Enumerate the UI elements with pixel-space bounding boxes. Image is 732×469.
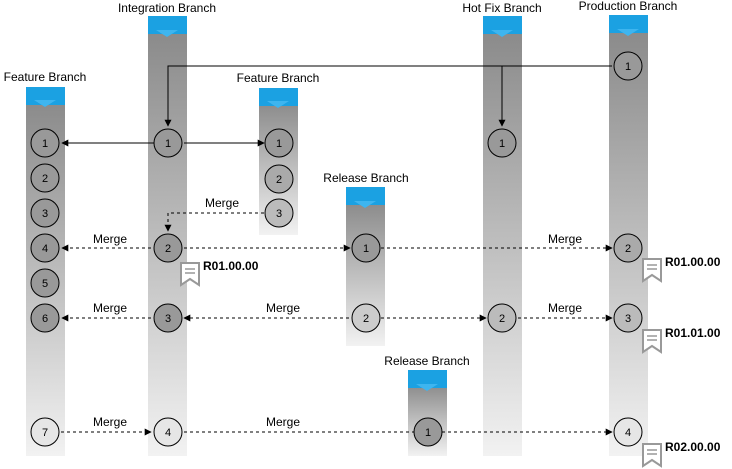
- tag-icon: [642, 329, 662, 354]
- svg-text:2: 2: [42, 173, 48, 185]
- svg-text:2: 2: [363, 313, 369, 325]
- svg-text:1: 1: [499, 138, 505, 150]
- merge-label: Merge: [93, 415, 127, 429]
- node-feature-1-4: 4: [30, 233, 60, 263]
- svg-text:2: 2: [165, 243, 171, 255]
- svg-text:7: 7: [42, 427, 48, 439]
- tag-icon: [642, 258, 662, 283]
- svg-text:1: 1: [425, 427, 431, 439]
- node-integration-2: 2: [153, 233, 183, 263]
- svg-text:5: 5: [42, 278, 48, 290]
- node-feature-1-3: 3: [30, 198, 60, 228]
- node-production-3: 3: [613, 303, 643, 333]
- nodes: 1 2 3 4 5 6 7 1 2 3 4 1 2 3 1 2 1 1 2 1 …: [30, 51, 643, 447]
- merge-label: Merge: [93, 301, 127, 315]
- svg-text:1: 1: [625, 61, 631, 73]
- node-production-1: 1: [613, 51, 643, 81]
- svg-text:3: 3: [625, 313, 631, 325]
- svg-text:6: 6: [42, 313, 48, 325]
- lane-header-chevron-integration: [156, 30, 178, 37]
- release-tag-integration: R01.00.00: [203, 259, 259, 273]
- lane-title-integration: Integration Branch: [118, 1, 216, 15]
- node-hotfix-1: 1: [487, 128, 517, 158]
- node-release-2-1: 1: [413, 417, 443, 447]
- svg-text:1: 1: [363, 243, 369, 255]
- release-tag-production-3: R02.00.00: [665, 440, 721, 454]
- lane-header-chevron-production: [617, 29, 639, 36]
- svg-text:4: 4: [42, 243, 48, 255]
- node-feature-1-2: 2: [30, 163, 60, 193]
- lane-header-chevron-hotfix: [491, 30, 513, 37]
- lane-header-chevron-feature-1: [34, 100, 56, 107]
- node-release-1-2: 2: [351, 303, 381, 333]
- node-feature-2-1: 1: [264, 128, 294, 158]
- tag-icon: [180, 262, 200, 287]
- svg-text:2: 2: [276, 174, 282, 186]
- lane-title-production: Production Branch: [579, 0, 678, 13]
- svg-text:2: 2: [625, 243, 631, 255]
- svg-text:1: 1: [276, 138, 282, 150]
- svg-text:3: 3: [276, 208, 282, 220]
- node-integration-1: 1: [153, 128, 183, 158]
- svg-text:4: 4: [625, 427, 631, 439]
- node-production-4: 4: [613, 417, 643, 447]
- lane-title-feature-2: Feature Branch: [237, 71, 320, 85]
- tag-icon: [642, 443, 662, 468]
- lane-title-release-2: Release Branch: [384, 354, 469, 368]
- node-production-2: 2: [613, 233, 643, 263]
- merge-labels: Merge Merge Merge Merge Merge Merge Merg…: [93, 196, 582, 429]
- lane-header-chevron-feature-2: [267, 101, 289, 108]
- svg-text:3: 3: [165, 313, 171, 325]
- merge-label: Merge: [93, 232, 127, 246]
- lane-header-hotfix: [483, 16, 522, 34]
- lane-header-chevron-release-1: [354, 201, 376, 208]
- lane-integration-branch: Integration Branch: [118, 1, 216, 456]
- connector-feature2-merge-integration: [164, 212, 264, 232]
- merge-label: Merge: [205, 196, 239, 210]
- connector-production-to-integration: [164, 65, 612, 127]
- merge-label: Merge: [266, 415, 300, 429]
- lane-header-production: [609, 15, 648, 33]
- node-hotfix-2: 2: [487, 303, 517, 333]
- release-tag-production-2: R01.01.00: [665, 326, 721, 340]
- lane-title-hotfix: Hot Fix Branch: [462, 1, 541, 15]
- release-tags: R01.00.00 R01.00.00 R01.01.00 R02.00.00: [180, 255, 721, 468]
- node-release-1-1: 1: [351, 233, 381, 263]
- svg-text:4: 4: [165, 427, 171, 439]
- merge-label: Merge: [548, 301, 582, 315]
- svg-text:1: 1: [42, 138, 48, 150]
- node-integration-4: 4: [153, 417, 183, 447]
- merge-label: Merge: [548, 232, 582, 246]
- node-feature-1-7: 7: [30, 417, 60, 447]
- node-feature-1-1: 1: [30, 128, 60, 158]
- lane-title-release-1: Release Branch: [323, 171, 408, 185]
- connectors: [61, 65, 613, 436]
- lane-header-integration: [148, 16, 187, 34]
- svg-text:2: 2: [499, 313, 505, 325]
- node-integration-3: 3: [153, 303, 183, 333]
- svg-text:3: 3: [42, 208, 48, 220]
- lane-header-release-1: [346, 187, 385, 205]
- lane-title-feature-1: Feature Branch: [4, 70, 87, 84]
- node-feature-2-3: 3: [264, 198, 294, 228]
- node-feature-1-6: 6: [30, 303, 60, 333]
- lane-header-chevron-release-2: [416, 384, 438, 391]
- lane-header-release-2: [408, 370, 447, 388]
- svg-text:1: 1: [165, 138, 171, 150]
- node-feature-2-2: 2: [264, 164, 294, 194]
- release-tag-production-1: R01.00.00: [665, 255, 721, 269]
- node-feature-1-5: 5: [30, 268, 60, 298]
- lane-feature-branch-1: Feature Branch: [4, 70, 87, 456]
- merge-label: Merge: [266, 301, 300, 315]
